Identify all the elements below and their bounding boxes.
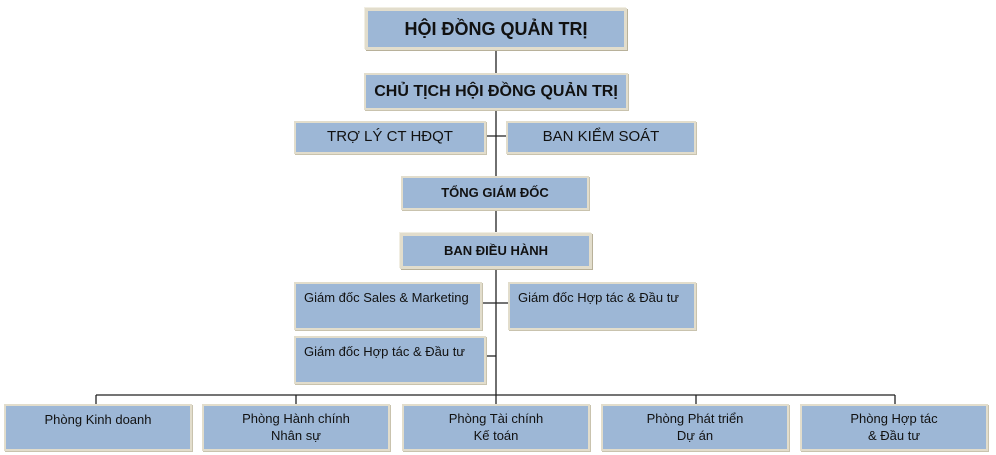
director-cooperation-right-box: Giám đốc Hợp tác & Đầu tư [508, 282, 696, 330]
department-sales-box: Phòng Kinh doanh [4, 404, 192, 451]
director-cooperation-left-box: Giám đốc Hợp tác & Đầu tư [294, 336, 486, 384]
ceo-box: TỔNG GIÁM ĐỐC [401, 176, 589, 210]
board-of-directors-box: HỘI ĐỒNG QUẢN TRỊ [365, 8, 627, 50]
director-sales-marketing-box: Giám đốc Sales & Marketing [294, 282, 482, 330]
department-admin-hr-box: Phòng Hành chính Nhân sự [202, 404, 390, 451]
department-project-development-box: Phòng Phát triển Dự án [601, 404, 789, 451]
executive-board-box: BAN ĐIỀU HÀNH [400, 233, 592, 269]
assistant-box: TRỢ LÝ CT HĐQT [294, 121, 486, 154]
supervisory-board-box: BAN KIỂM SOÁT [506, 121, 696, 154]
chairman-box: CHỦ TỊCH HỘI ĐỒNG QUẢN TRỊ [364, 73, 628, 110]
department-finance-accounting-box: Phòng Tài chính Kế toán [402, 404, 590, 451]
department-cooperation-investment-box: Phòng Hợp tác & Đầu tư [800, 404, 988, 451]
